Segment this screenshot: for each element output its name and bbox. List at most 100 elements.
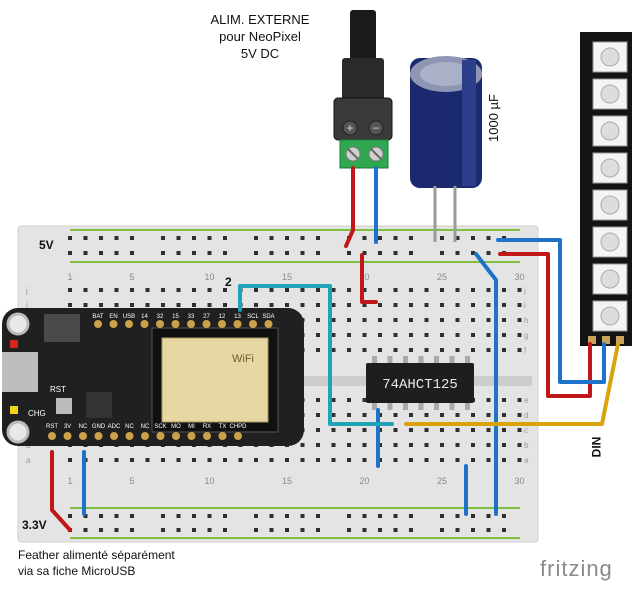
main-hole (161, 288, 165, 292)
jack-plug (350, 10, 376, 60)
rail-hole (114, 236, 119, 240)
main-hole (316, 333, 320, 337)
main-hole (347, 303, 351, 307)
chip-label: 74AHCT125 (382, 377, 458, 393)
column-number: 10 (204, 272, 214, 282)
main-hole (440, 443, 444, 447)
feather-pin-label-bottom: GND (92, 424, 106, 430)
chip-body (366, 363, 474, 403)
main-hole (331, 348, 336, 352)
feather-pin-top (249, 320, 257, 328)
main-hole (486, 398, 491, 402)
wire-label-pin2: 2 (225, 275, 232, 289)
wire-5v-to-chip (360, 253, 378, 304)
jack-neck (342, 58, 384, 100)
feather-pin-top (233, 320, 242, 328)
level-shifter: 74AHCT125 (366, 356, 474, 410)
main-hole (486, 443, 491, 447)
column-number: 30 (514, 476, 524, 486)
rail-hole (176, 528, 181, 532)
feather-pin-bottom (48, 432, 56, 440)
rail-hole (393, 236, 398, 240)
feather-pin-label-top: 13 (234, 314, 241, 320)
main-hole (238, 458, 243, 462)
rail-hole (161, 251, 165, 255)
feather-pin-top (125, 320, 133, 328)
main-hole (207, 288, 212, 292)
rail-hole (455, 251, 460, 255)
main-hole (424, 443, 429, 447)
note-line1: Feather alimenté séparément (18, 548, 175, 562)
power-title-line2: pour NeoPixel (219, 29, 301, 44)
feather-pin-label-top: EN (109, 314, 117, 320)
rail-hole (223, 514, 227, 518)
main-hole (517, 398, 522, 402)
feather-pin-label-top: 12 (219, 314, 226, 320)
feather-pin-top (264, 320, 273, 328)
main-hole (409, 413, 413, 417)
main-hole (440, 318, 444, 322)
main-hole (409, 458, 413, 462)
feather-pin-top (109, 320, 118, 328)
main-hole (471, 458, 475, 462)
rail-hole (83, 236, 88, 240)
main-hole (269, 303, 274, 307)
rail-hole (486, 251, 491, 255)
main-hole (486, 458, 491, 462)
main-hole (440, 348, 444, 352)
main-hole (362, 333, 367, 337)
mount-hole-bottom (6, 420, 30, 444)
column-number: 1 (67, 272, 72, 282)
main-hole (502, 333, 506, 337)
feather-pin-bottom (156, 432, 165, 440)
feather-pin-label-bottom: RST (46, 424, 58, 430)
main-hole (145, 288, 150, 292)
main-hole (424, 288, 429, 292)
main-hole (285, 458, 289, 462)
main-hole (130, 303, 134, 307)
main-hole (331, 413, 336, 417)
main-hole (130, 288, 134, 292)
rail-hole (486, 528, 491, 532)
main-hole (486, 288, 491, 292)
main-hole (455, 288, 460, 292)
chip-pin (418, 403, 424, 410)
main-hole (347, 333, 351, 337)
rail-hole (83, 528, 88, 532)
rail-hole (471, 251, 475, 255)
main-hole (285, 288, 289, 292)
column-number: 1 (67, 476, 72, 486)
rail-hole (316, 528, 320, 532)
chip-pin (449, 356, 455, 363)
chip-pin (434, 403, 439, 410)
feather-pin-label-bottom: RX (203, 424, 211, 430)
main-hole (285, 303, 289, 307)
feather-pin-label-bottom: NC (141, 424, 150, 430)
usb-port (2, 352, 38, 392)
main-hole (455, 348, 460, 352)
main-hole (409, 288, 413, 292)
feather-pin-bottom (63, 432, 72, 440)
rail-hole (347, 514, 351, 518)
main-hole (300, 303, 305, 307)
feather-pin-bottom (79, 432, 87, 440)
rail-hole (316, 251, 320, 255)
main-hole (316, 288, 320, 292)
rail-hole (269, 251, 274, 255)
main-hole (300, 458, 305, 462)
main-hole (300, 443, 305, 447)
main-hole (517, 348, 522, 352)
jack-minus-mark (368, 120, 384, 136)
chip-pin (387, 403, 393, 410)
rail-hole (223, 251, 227, 255)
feather-pin-top (187, 320, 195, 328)
main-hole (347, 348, 351, 352)
rail-hole (378, 514, 382, 518)
main-hole (114, 458, 119, 462)
main-hole (331, 458, 336, 462)
main-hole (455, 303, 460, 307)
esp-label: WiFi (232, 353, 254, 365)
neopixel-stick (580, 32, 632, 346)
main-hole (393, 428, 398, 432)
